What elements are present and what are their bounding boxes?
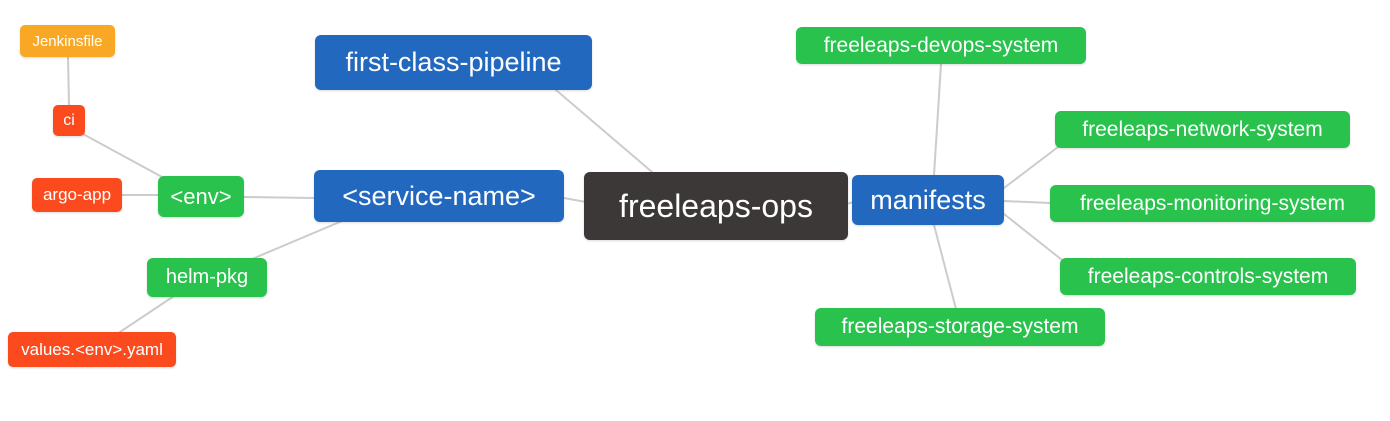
edge-manifests-network	[1003, 146, 1059, 189]
edge-pipeline-root	[555, 89, 653, 173]
node-jenkinsfile[interactable]: Jenkinsfile	[20, 25, 115, 57]
node-freeleaps-ops-root[interactable]: freeleaps-ops	[584, 172, 848, 240]
node-ci[interactable]: ci	[53, 105, 85, 136]
edge-ci-env	[82, 133, 163, 178]
edge-manifests-storage	[933, 224, 957, 310]
node-helm-pkg[interactable]: helm-pkg	[147, 258, 267, 297]
node-service-name[interactable]: <service-name>	[314, 170, 564, 222]
edge-manifests-monitoring	[1003, 200, 1051, 204]
node-manifests[interactable]: manifests	[852, 175, 1004, 225]
node-freeleaps-storage-system[interactable]: freeleaps-storage-system	[815, 308, 1105, 346]
node-argo-app[interactable]: argo-app	[32, 178, 122, 212]
node-freeleaps-monitoring-system[interactable]: freeleaps-monitoring-system	[1050, 185, 1375, 222]
node-freeleaps-devops-system[interactable]: freeleaps-devops-system	[796, 27, 1086, 64]
node-freeleaps-network-system[interactable]: freeleaps-network-system	[1055, 111, 1350, 148]
node-first-class-pipeline[interactable]: first-class-pipeline	[315, 35, 592, 90]
edge-values-helm-pkg	[119, 295, 175, 333]
edge-jenkinsfile-ci	[67, 56, 70, 106]
node-values-env-yaml[interactable]: values.<env>.yaml	[8, 332, 176, 367]
edge-helm-pkg-service-name	[251, 220, 343, 260]
edge-manifests-devops	[933, 63, 942, 176]
edge-service-name-root	[563, 197, 587, 203]
edge-manifests-controls	[1003, 213, 1063, 261]
edge-env-service-name	[243, 196, 315, 199]
node-freeleaps-controls-system[interactable]: freeleaps-controls-system	[1060, 258, 1356, 295]
node-env[interactable]: <env>	[158, 176, 244, 217]
